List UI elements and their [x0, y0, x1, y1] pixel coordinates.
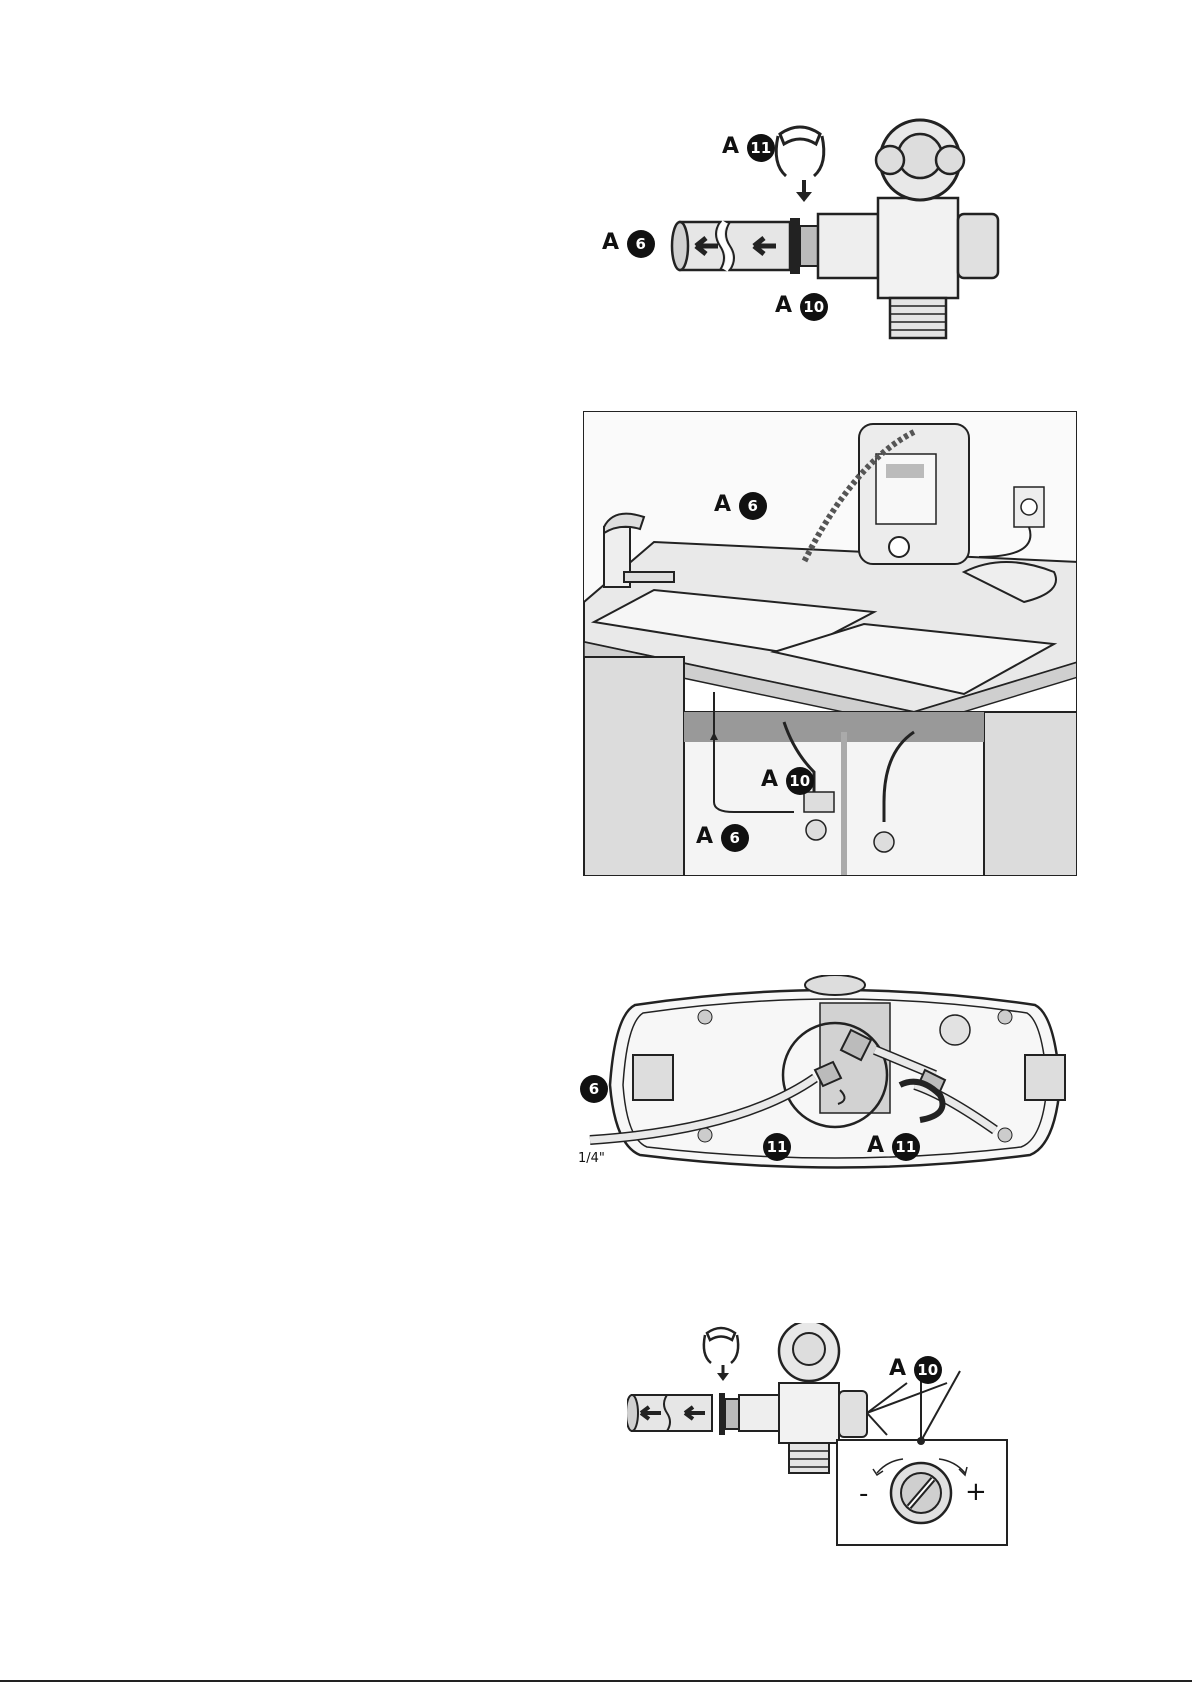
label-a10: A 10: [775, 293, 828, 321]
callout-6-badge: 6: [739, 492, 767, 520]
sink-illustration: [584, 412, 1077, 876]
label-a6-top: A 6: [714, 492, 767, 520]
label-a6: A 6: [602, 230, 655, 258]
figure-valve-adjustment: A 10 - +: [627, 1323, 1012, 1548]
page-bottom-rule: [0, 1680, 1192, 1682]
label-a11: A 11: [722, 134, 775, 162]
callout-11-badge: 11: [747, 134, 775, 162]
label-a10: A 10: [889, 1356, 942, 1384]
label-a10: A 10: [761, 767, 814, 795]
figure-valve-clip-assembly: A 11 A 6 A 10: [590, 118, 1030, 343]
callout-10-badge: 10: [800, 293, 828, 321]
figure-sink-installation: A 6 A 10 A 6: [583, 411, 1077, 876]
minus-symbol: -: [859, 1479, 868, 1509]
callout-11-badge: 11: [892, 1133, 920, 1161]
callout-10-badge: 10: [914, 1356, 942, 1384]
tube-size-label: 1/4": [578, 1151, 605, 1166]
label-a6-bottom: A 6: [696, 824, 749, 852]
valve-adjust-illustration: [627, 1323, 1012, 1548]
callout-10-badge: 10: [786, 767, 814, 795]
callout-6-badge: 6: [627, 230, 655, 258]
callout-11-badge: 11: [763, 1133, 791, 1161]
label-a11: A 11: [867, 1133, 920, 1161]
callout-6-badge: 6: [721, 824, 749, 852]
underside-illustration: [585, 975, 1085, 1175]
callout-6-badge: 6: [580, 1075, 608, 1103]
figure-unit-underside: 6 1/4" 11 A 11: [585, 975, 1085, 1175]
plus-symbol: +: [965, 1477, 987, 1507]
